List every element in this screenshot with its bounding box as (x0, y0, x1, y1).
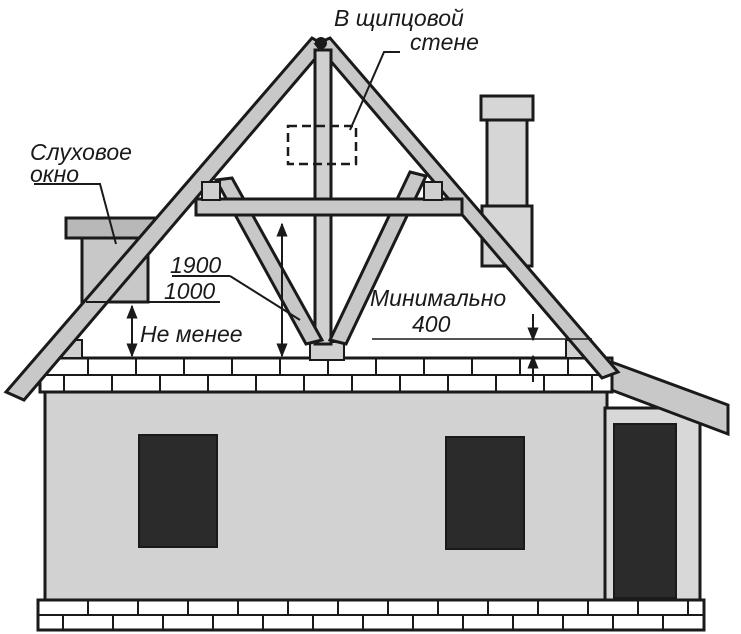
leader-dormer (34, 183, 117, 245)
collar-block-left (201, 181, 221, 201)
window-left (138, 434, 218, 548)
label-not-less: Не менее (140, 321, 243, 347)
strut-left (213, 176, 325, 346)
side-door (613, 423, 677, 599)
window-right (445, 436, 525, 550)
collar-block-right (423, 181, 443, 201)
label-1900: 1900 (170, 252, 221, 278)
label-1000: 1000 (164, 278, 215, 304)
foundation-brick-row (36, 598, 706, 632)
label-gable-wall-line1: В щипцовой (334, 5, 464, 31)
label-dormer-line2: окно (30, 161, 79, 187)
collar-beam (194, 197, 464, 217)
leader-gable-wall (349, 51, 400, 131)
king-post (313, 48, 333, 346)
label-minimum: Минимально (370, 285, 506, 311)
label-400: 400 (412, 311, 451, 337)
ridge-knot (315, 37, 327, 49)
gable-window-dashed (286, 124, 358, 166)
chimney (479, 94, 535, 268)
leader-1900-diag (229, 275, 301, 321)
label-dormer-line1: Слуховое (30, 139, 132, 165)
label-gable-wall-line2: стене (410, 29, 479, 55)
attic-floor-slab (38, 356, 614, 394)
